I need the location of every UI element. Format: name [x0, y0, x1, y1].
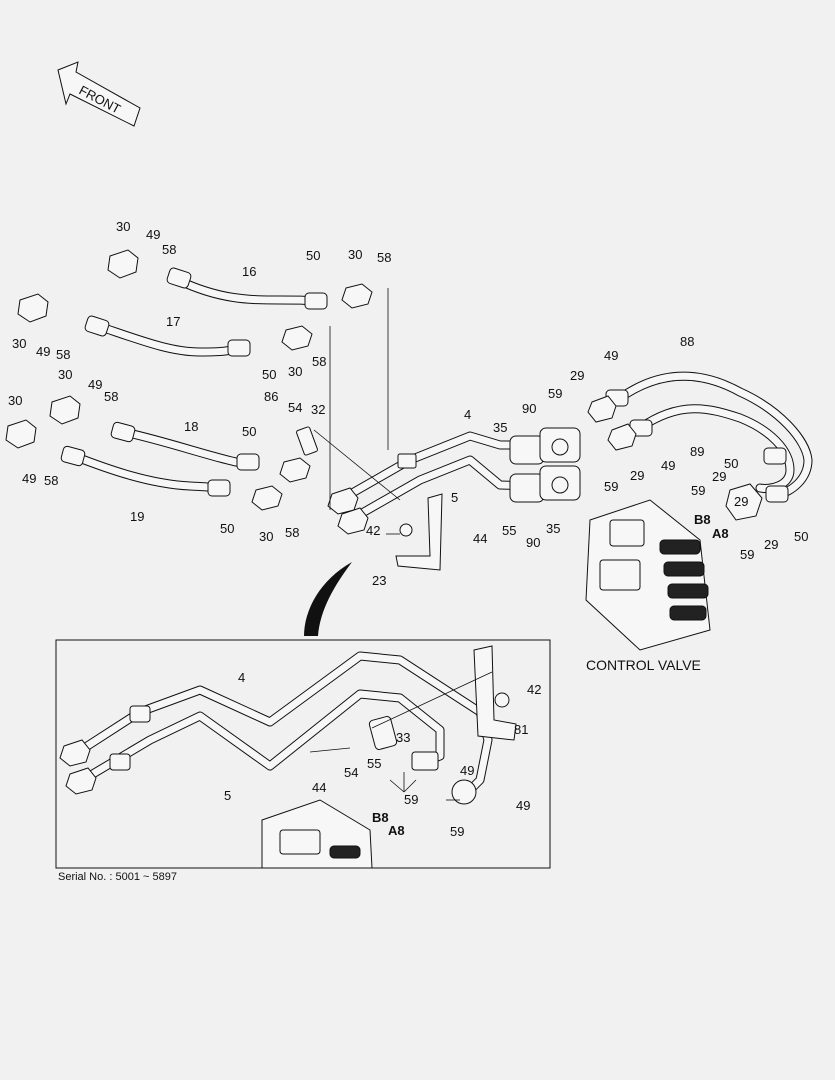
label-30f: 30	[8, 393, 22, 408]
hose-88-89	[587, 371, 813, 521]
label-50d: 50	[220, 521, 234, 536]
front-arrow: FRONT	[57, 61, 141, 127]
label-55a: 55	[502, 523, 516, 538]
label-b8-main: B8	[694, 512, 711, 527]
label-50c: 50	[242, 424, 256, 439]
label-58d: 58	[312, 354, 326, 369]
serial-number: Serial No. : 5001 ~ 5897	[58, 871, 177, 883]
label-32: 32	[311, 402, 325, 417]
label-81: 81	[514, 722, 528, 737]
label-30a: 30	[116, 219, 130, 234]
label-29e: 29	[764, 537, 778, 552]
part-labels-main: 30 49 58 16 50 30 58 30 49 58 17 58 50 3…	[8, 219, 808, 673]
label-54b: 54	[344, 765, 358, 780]
label-86: 86	[264, 389, 278, 404]
label-17: 17	[166, 314, 180, 329]
label-50f: 50	[794, 529, 808, 544]
label-b8-detail: B8	[372, 810, 389, 825]
part-labels-detail: 4 5 42 81 33 44 54 55 49 59 49 59 B8 A8	[224, 670, 541, 839]
label-29c: 29	[712, 469, 726, 484]
label-29a: 29	[570, 368, 584, 383]
label-23: 23	[372, 573, 386, 588]
label-58e: 58	[104, 389, 118, 404]
hose-16	[166, 267, 328, 310]
label-50e: 50	[724, 456, 738, 471]
label-30d: 30	[288, 364, 302, 379]
control-valve-label: CONTROL VALVE	[586, 657, 701, 673]
hose-17	[84, 315, 251, 357]
label-44a: 44	[473, 531, 487, 546]
label-90b: 90	[526, 535, 540, 550]
label-59b: 59	[604, 479, 618, 494]
leader-lines-detail	[309, 671, 493, 801]
label-49e: 49	[604, 348, 618, 363]
label-35a: 35	[493, 420, 507, 435]
label-49g: 49	[460, 763, 474, 778]
flange-group-left	[5, 249, 373, 511]
label-90a: 90	[522, 401, 536, 416]
detail-callout-arrow	[304, 562, 352, 636]
label-55b: 55	[367, 756, 381, 771]
control-valve-detail	[261, 799, 373, 869]
hose-19	[60, 445, 231, 497]
label-18: 18	[184, 419, 198, 434]
label-58f: 58	[44, 473, 58, 488]
label-59d: 59	[740, 547, 754, 562]
label-30g: 30	[259, 529, 273, 544]
label-50b: 50	[262, 367, 276, 382]
label-58g: 58	[285, 525, 299, 540]
label-49h: 49	[516, 798, 530, 813]
label-42a: 42	[366, 523, 380, 538]
label-5b: 5	[224, 788, 231, 803]
label-58b: 58	[377, 250, 391, 265]
label-44b: 44	[312, 780, 326, 795]
label-30c: 30	[12, 336, 26, 351]
label-30b: 30	[348, 247, 362, 262]
label-a8-detail: A8	[388, 823, 405, 838]
label-29d: 29	[734, 494, 748, 509]
label-58a: 58	[162, 242, 176, 257]
label-19: 19	[130, 509, 144, 524]
label-49f: 49	[661, 458, 675, 473]
label-49b: 49	[36, 344, 50, 359]
label-59a: 59	[548, 386, 562, 401]
label-16: 16	[242, 264, 256, 279]
label-50a: 50	[306, 248, 320, 263]
label-89: 89	[690, 444, 704, 459]
label-88: 88	[680, 334, 694, 349]
label-42b: 42	[527, 682, 541, 697]
label-4a: 4	[464, 407, 471, 422]
label-29b: 29	[630, 468, 644, 483]
label-54a: 54	[288, 400, 302, 415]
label-58c: 58	[56, 347, 70, 362]
label-4b: 4	[238, 670, 245, 685]
label-a8-main: A8	[712, 526, 729, 541]
label-49a: 49	[146, 227, 160, 242]
bracket-23	[395, 493, 443, 571]
control-valve-main	[585, 499, 711, 651]
clamp-group-35-90	[509, 427, 581, 503]
label-33: 33	[396, 730, 410, 745]
hose-18	[110, 421, 260, 471]
label-49d: 49	[22, 471, 36, 486]
leader-lines-main	[313, 288, 401, 535]
label-59f: 59	[450, 824, 464, 839]
label-35b: 35	[546, 521, 560, 536]
detail-pipes	[59, 645, 517, 805]
label-59c: 59	[691, 483, 705, 498]
label-59e: 59	[404, 792, 418, 807]
label-5a: 5	[451, 490, 458, 505]
label-49c: 49	[88, 377, 102, 392]
label-30e: 30	[58, 367, 72, 382]
